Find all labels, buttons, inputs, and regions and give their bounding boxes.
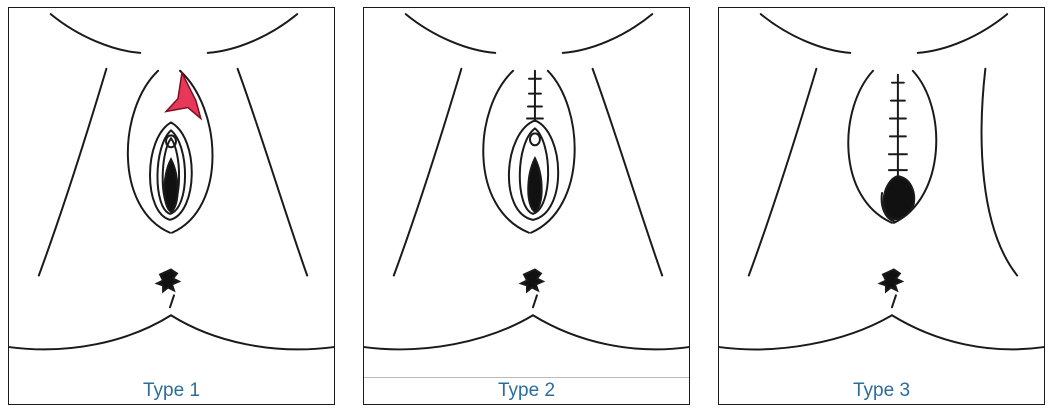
outline-left-thigh [51,14,140,53]
outline-right-groin [593,69,663,276]
urethral-opening [530,133,540,145]
outline-left-groin [394,69,462,276]
residual-opening [884,176,915,219]
outline-right-thigh [563,14,652,53]
perineal-line [170,295,174,307]
caption-type-1: Type 1 [9,378,334,404]
anus-mark [521,270,543,292]
perineal-line [892,295,896,307]
perineal-line [533,295,537,307]
panel-type-1: Type 1 [8,7,335,405]
anus-mark [880,270,902,292]
vaginal-opening [528,158,541,212]
outline-buttocks [719,315,1044,349]
outline-right-thigh [208,14,297,53]
panel-type-2: Type 2 [363,7,690,405]
outline-buttocks [9,315,334,349]
outline-right-groin [238,69,308,276]
caption-type-3: Type 3 [719,378,1044,404]
outline-left-groin [749,69,817,276]
vaginal-opening [164,159,177,212]
outline-buttocks [364,315,689,349]
anus-mark [157,270,179,292]
panel-type-3: Type 3 [718,7,1045,405]
caption-type-2: Type 2 [364,378,689,404]
outline-left-thigh [761,14,850,53]
diagram-type-1 [9,8,334,380]
outline-right-groin [982,69,1018,276]
diagram-type-3 [719,8,1044,380]
excised-area-highlight [166,73,201,119]
outline-right-thigh [918,14,1007,53]
diagram-type-2 [364,8,689,380]
outline-left-groin [39,69,107,276]
outline-left-thigh [406,14,495,53]
